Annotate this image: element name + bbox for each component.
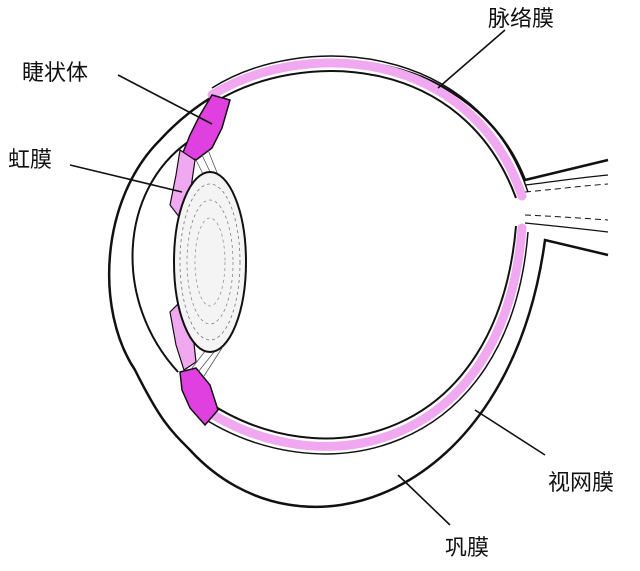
leader-choroid: [437, 29, 506, 89]
choroid-outer-line: [193, 55, 529, 455]
label-sclera: 巩膜: [445, 536, 489, 561]
label-retina: 视网膜: [548, 471, 614, 496]
lens: [173, 171, 247, 353]
optic-nerve: [524, 174, 609, 233]
label-iris: 虹膜: [8, 148, 52, 173]
leader-lines: [69, 29, 546, 526]
choroid-band: [193, 58, 527, 451]
cornea-outline: [131, 141, 189, 373]
ciliary-body-upper: [181, 94, 231, 161]
leader-iris: [69, 164, 183, 193]
retina-inner-line: [201, 70, 517, 440]
ciliary-body-lower: [179, 367, 219, 427]
leader-ciliary-body: [117, 74, 213, 125]
leader-retina: [474, 409, 546, 456]
label-ciliary-body: 睫状体: [22, 61, 88, 86]
label-choroid: 脉络膜: [488, 7, 554, 32]
leader-sclera: [397, 474, 451, 526]
